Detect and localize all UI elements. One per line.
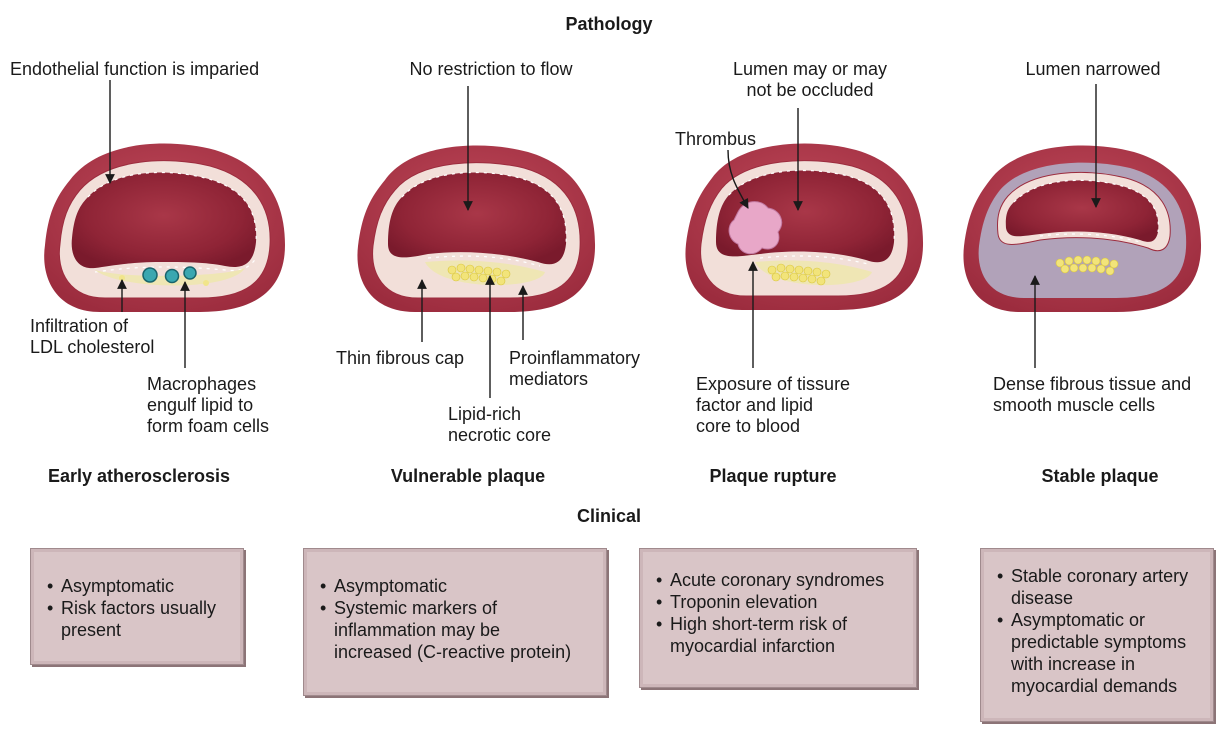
clinical-box-vulnerable: Asymptomatic Systemic markers of inflamm…	[303, 548, 607, 696]
thin-cap-label: Thin fibrous cap	[336, 348, 464, 369]
clinical-item: Acute coronary syndromes	[656, 569, 916, 591]
clinical-box-early: Asymptomatic Risk factors usually presen…	[30, 548, 244, 665]
stage-early-atherosclerosis: Early atherosclerosis	[48, 466, 230, 487]
clinical-box-stable: Stable coronary artery disease Asymptoma…	[980, 548, 1214, 722]
stage-vulnerable-plaque: Vulnerable plaque	[391, 466, 545, 487]
stage-plaque-rupture: Plaque rupture	[709, 466, 836, 487]
artery-rupture	[685, 143, 923, 310]
clinical-item: Asymptomatic or predictable symptoms wit…	[997, 609, 1213, 697]
clinical-item: Asymptomatic	[320, 575, 606, 597]
lumen-narrowed-label: Lumen narrowed	[1025, 59, 1160, 80]
infiltration-label: Infiltration of LDL cholesterol	[30, 316, 154, 358]
dense-fibrous-label: Dense fibrous tissue and smooth muscle c…	[993, 374, 1191, 416]
artery-stable	[963, 145, 1201, 312]
proinflammatory-label: Proinflammatory mediators	[509, 348, 640, 390]
clinical-item: High short-term risk of myocardial infar…	[656, 613, 916, 657]
clinical-item: Stable coronary artery disease	[997, 565, 1213, 609]
clinical-box-rupture: Acute coronary syndromes Troponin elevat…	[639, 548, 917, 688]
artery-vulnerable	[357, 145, 595, 312]
endothelial-label: Endothelial function is imparied	[10, 59, 259, 80]
macrophages-label: Macrophages engulf lipid to form foam ce…	[147, 374, 269, 437]
clinical-item: Troponin elevation	[656, 591, 916, 613]
exposure-label: Exposure of tissure factor and lipid cor…	[696, 374, 850, 437]
stage-stable-plaque: Stable plaque	[1041, 466, 1158, 487]
clinical-item: Asymptomatic	[47, 575, 243, 597]
lumen-occluded-label: Lumen may or may not be occluded	[733, 59, 887, 101]
clinical-item: Systemic markers of inflammation may be …	[320, 597, 606, 663]
thrombus-label: Thrombus	[675, 129, 756, 150]
necrotic-core-label: Lipid-rich necrotic core	[448, 404, 551, 446]
clinical-item: Risk factors usually present	[47, 597, 243, 641]
no-restriction-label: No restriction to flow	[409, 59, 572, 80]
artery-early	[44, 144, 285, 312]
